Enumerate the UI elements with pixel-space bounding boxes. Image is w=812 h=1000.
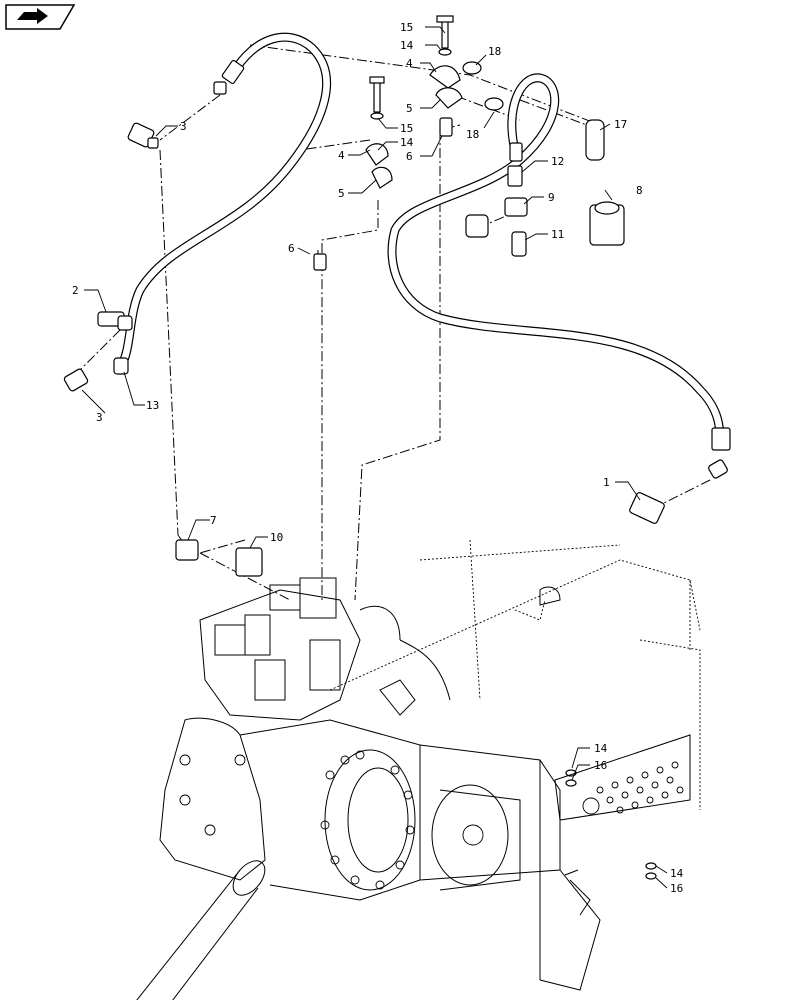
callout-14: 14: [594, 742, 608, 755]
callout-3: 3: [180, 120, 187, 133]
callout-14: 14: [400, 136, 414, 149]
callout-9: 9: [548, 191, 555, 204]
hub-bolts: [179, 750, 415, 890]
callout-18: 18: [488, 45, 501, 58]
leader-lines: [81, 26, 668, 889]
fitting-3-top: [127, 122, 159, 149]
callout-5: 5: [338, 187, 345, 200]
fitting-3-bottom: [63, 368, 89, 392]
callout-15: 15: [400, 21, 413, 34]
callout-4: 4: [406, 57, 413, 70]
hose-right: [387, 73, 731, 479]
hose-13: [113, 32, 332, 375]
callout-8: 8: [636, 184, 643, 197]
callout-labels: 15 14 18 4 5 15 14 6 18 17 3 4 5 12 9 8 …: [72, 21, 684, 895]
callout-18: 18: [466, 128, 479, 141]
callout-7: 7: [210, 514, 217, 527]
tractor-chassis: [136, 539, 701, 1000]
callout-14: 14: [400, 39, 414, 52]
fitting-2: [97, 311, 133, 331]
callout-16: 16: [594, 759, 607, 772]
return-nav-button[interactable]: [4, 3, 76, 31]
step-plate-holes: [596, 761, 684, 814]
callout-11: 11: [551, 228, 564, 241]
fittings: [63, 15, 665, 880]
callout-12: 12: [551, 155, 564, 168]
callout-1: 1: [603, 476, 610, 489]
callout-15: 15: [400, 122, 413, 135]
return-arrow-icon: [5, 4, 76, 30]
callout-3: 3: [96, 411, 103, 424]
callout-4: 4: [338, 149, 345, 162]
callout-16: 16: [670, 882, 683, 895]
callout-6: 6: [288, 242, 295, 255]
callout-5: 5: [406, 102, 413, 115]
callout-14: 14: [670, 867, 684, 880]
callout-2: 2: [72, 284, 79, 297]
callout-6: 6: [406, 150, 413, 163]
callout-13: 13: [146, 399, 159, 412]
callout-10: 10: [270, 531, 283, 544]
callout-17: 17: [614, 118, 627, 131]
